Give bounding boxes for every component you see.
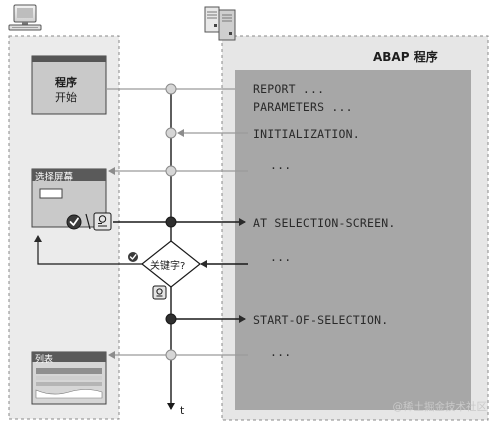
code-area xyxy=(235,70,471,410)
loop-back-to-selection-screen xyxy=(34,235,144,265)
program-start-label-line2: 开始 xyxy=(55,91,77,104)
code-start-of-selection: START-OF-SELECTION. xyxy=(253,313,389,327)
code-initialization: INITIALIZATION. xyxy=(253,127,360,141)
code-at-selection-screen: AT SELECTION-SCREEN. xyxy=(253,216,396,230)
node-at-selection-screen xyxy=(165,216,177,228)
decision-label: 关键字? xyxy=(150,261,186,272)
program-start-label-line1: 程序 xyxy=(55,76,77,89)
program-title: ABAP 程序 xyxy=(373,50,438,64)
time-axis-label: t xyxy=(180,404,185,417)
code-ellipsis-1: ... xyxy=(270,158,292,172)
help-icon xyxy=(152,285,167,300)
list-title: 列表 xyxy=(35,355,54,365)
code-parameters: PARAMETERS ... xyxy=(253,100,353,114)
program-start-window xyxy=(31,55,107,115)
node-program-start xyxy=(165,83,177,95)
list-window xyxy=(31,351,107,405)
parameter-input-box xyxy=(39,188,63,199)
execute-icon xyxy=(93,212,112,231)
checkmark-icon xyxy=(66,214,82,230)
decision-diamond xyxy=(141,240,201,288)
code-ellipsis-3: ... xyxy=(270,345,292,359)
decision-checkmark-icon xyxy=(128,252,138,262)
server-icon xyxy=(204,6,236,41)
client-computer-icon xyxy=(8,4,42,31)
node-list xyxy=(165,349,177,361)
server-panel xyxy=(221,35,489,421)
selection-screen-title: 选择屏幕 xyxy=(35,172,74,183)
code-ellipsis-2: ... xyxy=(270,250,292,264)
or-slash xyxy=(85,213,91,230)
node-selection-screen xyxy=(165,165,177,177)
watermark: @稀土掘金技术社区 xyxy=(392,401,488,413)
node-start-of-selection xyxy=(165,313,177,325)
code-report: REPORT ... xyxy=(253,82,325,96)
node-initialization xyxy=(165,127,177,139)
